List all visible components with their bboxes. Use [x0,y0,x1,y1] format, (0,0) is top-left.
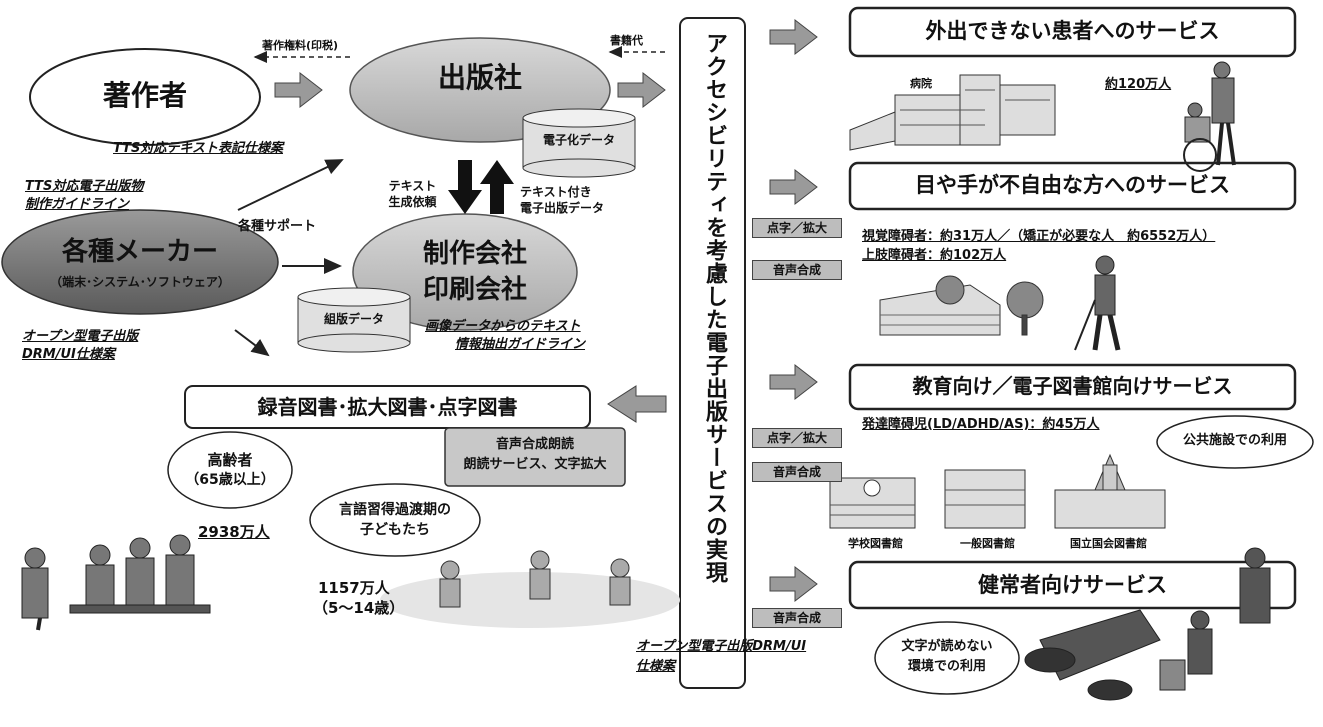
children-count-1: 1157万人 [318,579,390,597]
blind-person-illustration [1074,255,1121,351]
elderly-label-1: 高齢者 [207,451,253,469]
tag-braille-1: 点字／拡大 [752,218,842,238]
tts-reading-1: 音声合成朗読 [495,437,574,452]
typeset-data-cylinder [297,287,411,353]
text-ebook-2: 電子出版データ [520,201,605,215]
flow-arrows [274,18,818,603]
open-drm-bottom-1: オープン型電子出版DRM/UI [636,639,807,654]
text-request-1: テキスト [388,179,437,193]
author-label: 著作者 [102,79,187,112]
recorded-books-label: 録音図書･拡大図書･点字図書 [257,395,518,419]
image-guideline-1: 画像データからのテキスト [425,319,581,334]
children-label-2: 子どもたち [360,522,430,538]
school-library-label: 学校図書館 [848,537,903,550]
wheelchair-illustration [1183,61,1236,172]
text-ebook-1: テキスト付き [520,185,592,199]
tag-tts-3: 音声合成 [752,608,842,628]
makers-ellipse [1,209,279,315]
general-library-label: 一般図書館 [960,537,1015,550]
tag-braille-2: 点字／拡大 [752,428,842,448]
elderly-illustration [21,534,211,631]
author-ellipse [29,48,261,146]
production-label-1: 制作会社 [422,239,527,269]
children-illustration [380,550,680,628]
service-disabled-label: 目や手が不自由な方へのサービス [915,173,1230,197]
healthy-illustration [1024,547,1271,701]
hospital-illustration [849,74,1056,151]
service-patients-label: 外出できない患者へのサービス [925,19,1220,43]
typeset-data-label: 組版データ [323,312,384,326]
school-illustration [879,275,1044,336]
dev-disorder-label: 発達障碍児(LD/ADHD/AS)：約45万人 [862,417,1100,432]
open-drm-left-2: DRM/UI仕様案 [22,347,115,362]
image-guideline-2: 情報抽出ガイドライン [455,337,586,352]
open-drm-bottom-2: 仕様案 [636,659,676,674]
unreadable-label-1: 文字が読めない [901,639,993,654]
center-box [679,17,746,689]
unreadable-label-2: 環境での利用 [907,659,986,674]
digital-data-cylinder [522,108,636,178]
request-arrows [448,160,514,214]
center-vertical-text: アクセシビリティを考慮した電子出版サービスの実現 [702,32,727,584]
elderly-label-2: （65歳以上） [185,472,275,488]
public-use-label: 公共施設での利用 [1182,433,1287,448]
children-label-1: 言語習得過渡期の [339,502,451,518]
tag-tts-1: 音声合成 [752,260,842,280]
tts-notation-label: TTS対応テキスト表記仕様案 [113,141,284,156]
service-healthy-label: 健常者向けサービス [978,573,1167,597]
tts-guideline-2: 制作ガイドライン [25,197,130,212]
tts-guideline-1: TTS対応電子出版物 [25,179,144,194]
text-request-2: 生成依頼 [388,195,437,209]
makers-sublabel: （端末･システム･ソフトウェア） [50,275,230,289]
patients-count: 約120万人 [1105,77,1172,92]
publisher-label: 出版社 [437,61,522,94]
production-label-2: 印刷会社 [422,275,527,305]
library-buildings [829,453,1166,529]
visual-impaired-label: 視覚障碍者：約31万人／（矯正が必要な人 約6552万人） [862,229,1216,244]
royalty-label: 著作権料(印税) [262,39,339,52]
service-edu-label: 教育向け／電子図書館向けサービス [912,374,1233,398]
open-drm-left-1: オープン型電子出版 [22,329,139,344]
children-count-2: （5～14歳） [313,599,405,617]
hospital-label: 病院 [910,77,932,90]
elderly-count: 2938万人 [198,523,270,541]
national-library-label: 国立国会図書館 [1070,537,1147,550]
digital-data-label: 電子化データ [542,133,615,147]
tag-tts-2: 音声合成 [752,462,842,482]
limb-impaired-label: 上肢障碍者：約102万人 [862,248,1007,263]
makers-label: 各種メーカー [61,237,218,267]
support-label: 各種サポート [238,219,317,234]
tts-reading-2: 朗読サービス、文字拡大 [463,457,607,472]
book-price-label: 書籍代 [610,34,643,47]
